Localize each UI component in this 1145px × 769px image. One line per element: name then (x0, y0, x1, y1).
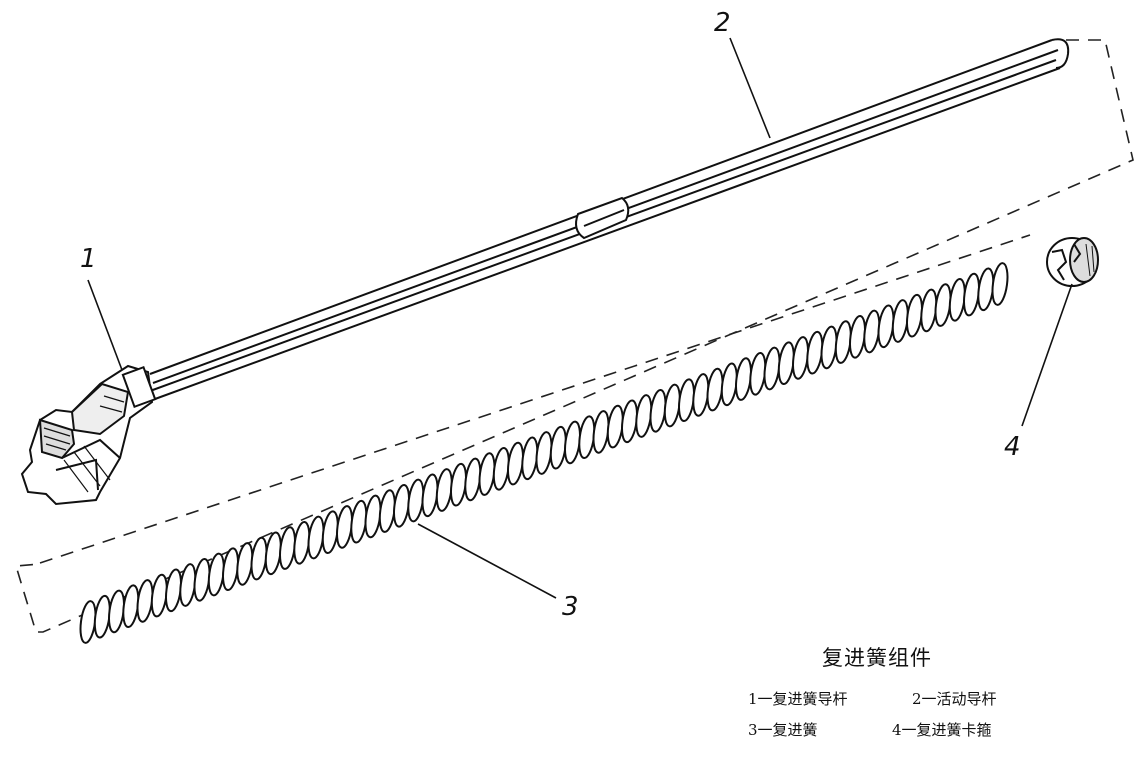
movable-guide-rod (149, 38, 1070, 400)
callout-1: 1 (80, 244, 97, 274)
callout-2: 2 (714, 8, 731, 38)
guide-rod-head (20, 364, 157, 506)
legend-item-1: 1一复进簧导杆 (748, 690, 848, 708)
leader-line-2 (729, 37, 771, 139)
legend-item-3: 3一复进簧 (748, 721, 818, 739)
assembly-outline-dashed (14, 39, 1134, 633)
leader-line-3 (417, 523, 557, 599)
assembly-outline-dashed-upper (39, 234, 1031, 564)
callout-3: 3 (562, 592, 579, 622)
legend-item-2: 2一活动导杆 (912, 690, 997, 708)
spring-coil (991, 262, 1009, 306)
leader-line-1 (87, 279, 123, 371)
spring-clamp (1046, 237, 1099, 287)
recoil-spring (79, 262, 1009, 644)
caption-title: 复进簧组件 (822, 646, 932, 670)
leader-line-4 (1021, 283, 1073, 427)
leader-lines (87, 37, 1073, 599)
legend-item-4: 4一复进簧卡箍 (892, 721, 992, 739)
callout-4: 4 (1004, 432, 1021, 462)
